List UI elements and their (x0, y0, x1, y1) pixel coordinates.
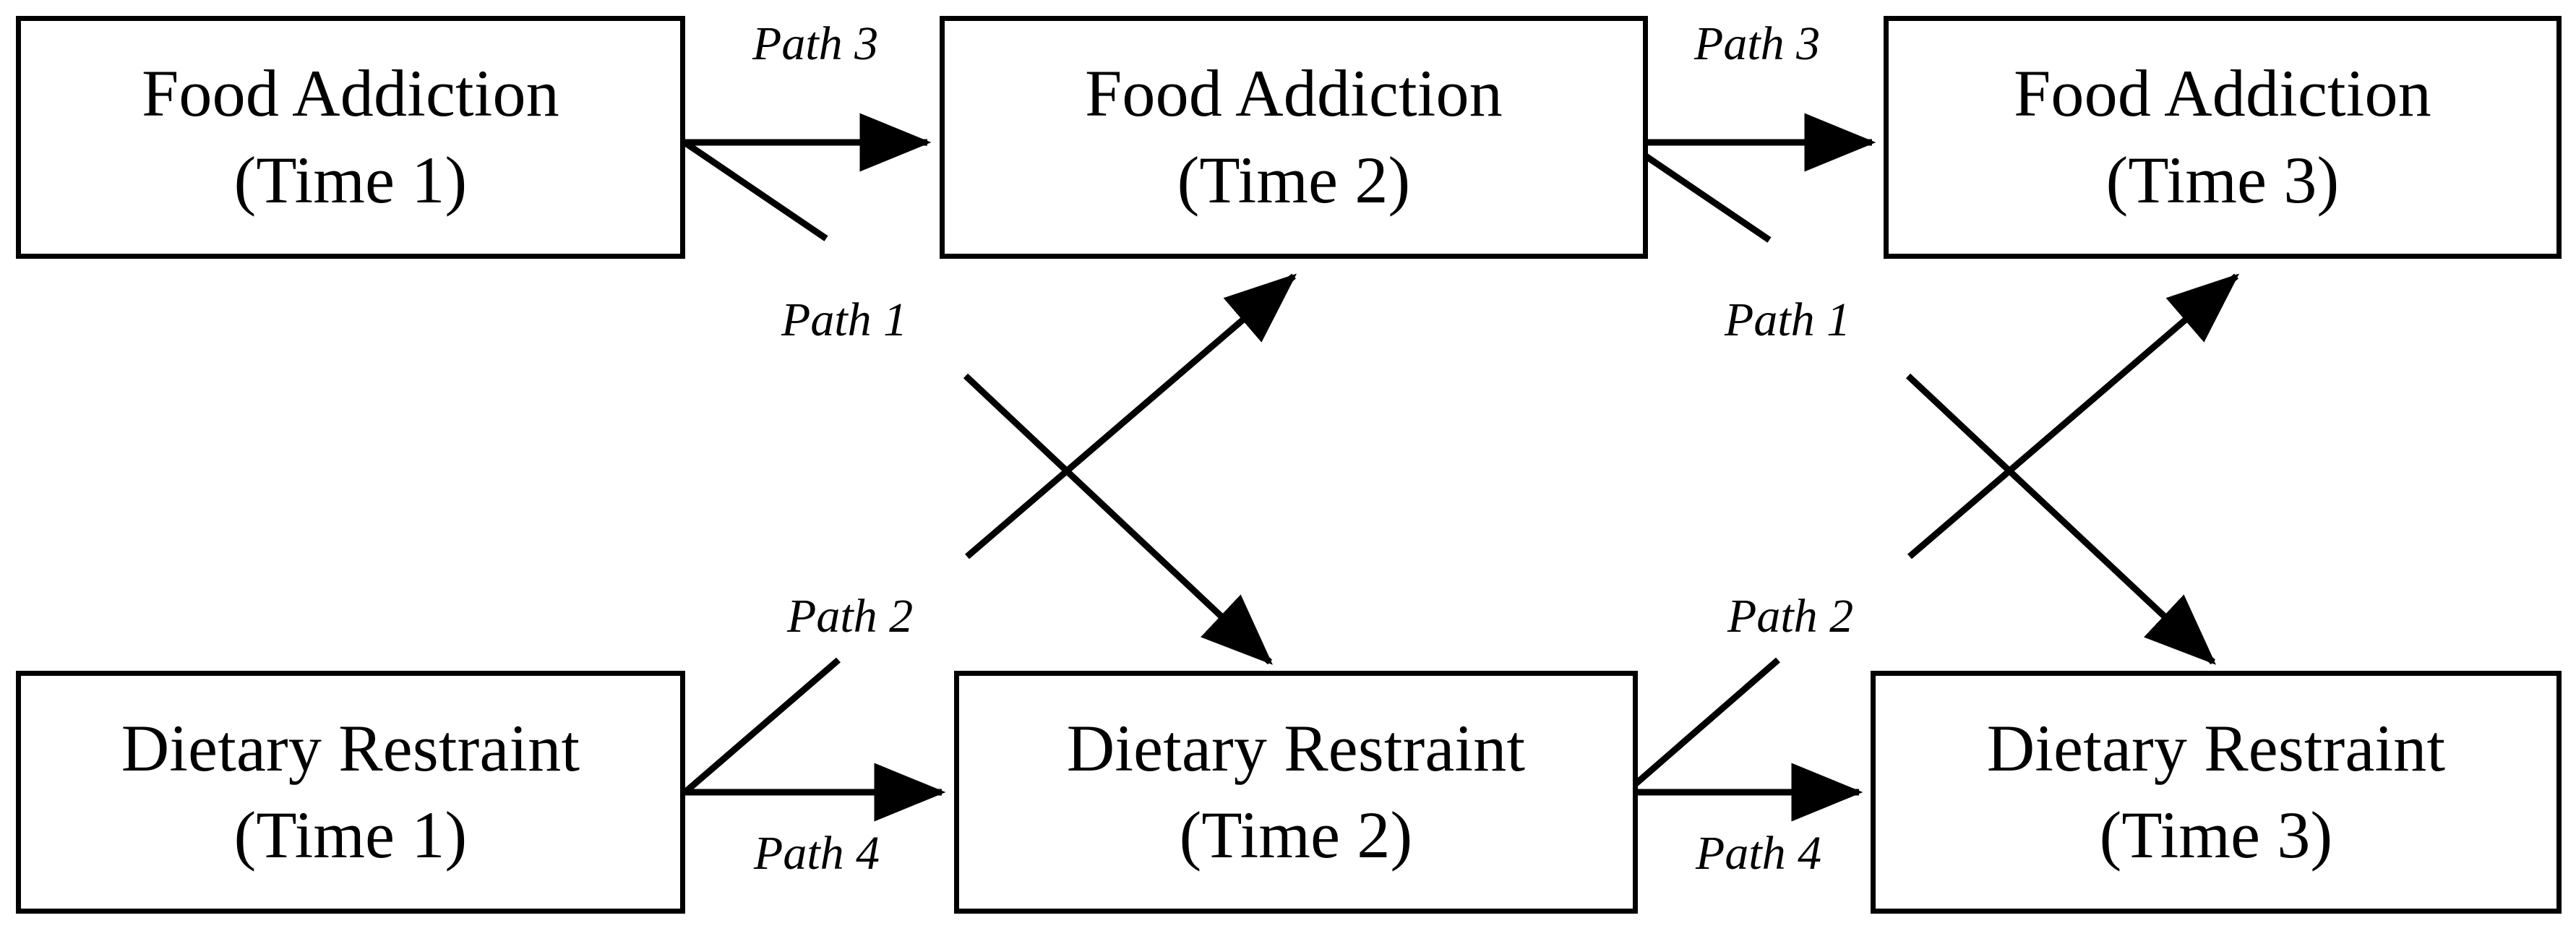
path-label-path1-right: Path 1 (1725, 293, 1851, 346)
path-leader-path1-right (1626, 141, 1772, 243)
node-wave-label: (Time 2) (1177, 143, 1411, 217)
node-food-addiction-time-3[interactable]: Food Addiction (Time 3) (1884, 16, 2562, 259)
path-label-path2-right: Path 2 (1727, 590, 1854, 643)
node-dietary-restraint-time-2[interactable]: Dietary Restraint (Time 2) (954, 671, 1638, 914)
path-arrow-path2-cross-left (965, 273, 1297, 559)
path-arrow-path1-cross-right (1905, 373, 2216, 665)
path-label-path4-left: Path 4 (754, 827, 880, 880)
path-leader-path2-right (1626, 657, 1780, 794)
node-dietary-restraint-time-3[interactable]: Dietary Restraint (Time 3) (1871, 671, 2562, 914)
path-label-path4-right: Path 4 (1696, 827, 1822, 880)
path-leader-path1-left (684, 141, 828, 241)
node-wave-label: (Time 2) (1179, 798, 1413, 872)
node-construct-label: Dietary Restraint (1986, 711, 2446, 786)
node-dietary-restraint-time-1[interactable]: Dietary Restraint (Time 1) (16, 671, 685, 914)
node-construct-label: Food Addiction (142, 56, 559, 131)
path-leader-path2-left (684, 657, 841, 794)
node-wave-label: (Time 1) (233, 798, 468, 872)
node-wave-label: (Time 3) (2105, 143, 2340, 217)
path-label-path1-left: Path 1 (781, 293, 908, 346)
path-arrow-path2-cross-right (1907, 273, 2240, 559)
node-wave-label: (Time 3) (2099, 798, 2333, 872)
node-wave-label: (Time 1) (233, 143, 468, 217)
path-label-path3-left: Path 3 (752, 17, 879, 70)
node-construct-label: Food Addiction (1085, 56, 1503, 131)
node-construct-label: Dietary Restraint (121, 711, 580, 786)
node-food-addiction-time-1[interactable]: Food Addiction (Time 1) (16, 16, 685, 259)
path-label-path2-left: Path 2 (787, 590, 914, 643)
node-construct-label: Food Addiction (2014, 56, 2431, 131)
node-food-addiction-time-2[interactable]: Food Addiction (Time 2) (940, 16, 1648, 259)
node-construct-label: Dietary Restraint (1066, 711, 1526, 786)
path-label-path3-right: Path 3 (1694, 17, 1821, 70)
path-arrow-path1-cross-left (963, 373, 1273, 665)
